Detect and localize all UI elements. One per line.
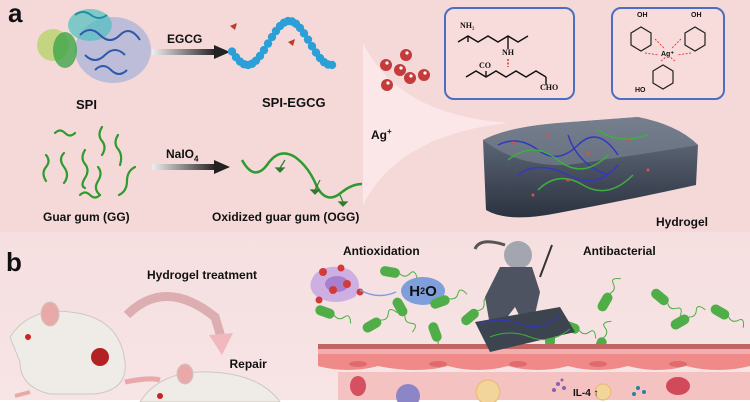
spi-bead: [303, 35, 313, 44]
red-blood-cell-icon: [350, 376, 366, 396]
schiff-base-structure-box: NH₂ NH CO CHO: [444, 7, 575, 100]
bacterium-icon: [315, 305, 352, 324]
panel-b: b Hydrogel treatment Repair Antioxidatio…: [0, 232, 750, 402]
schiff-base-structure-icon: [457, 35, 547, 85]
hydrogel-dressing-icon: [475, 307, 575, 352]
spi-egcg-label: SPI-EGCG: [262, 95, 326, 110]
nh-label: NH: [502, 48, 514, 57]
red-blood-cell-icon: [666, 377, 690, 395]
egcg-arrow-label: EGCG: [167, 32, 203, 46]
panel-letter-a: a: [8, 0, 23, 28]
repair-label: Repair: [229, 357, 267, 371]
naio4-arrow-label: NaIO4: [166, 147, 198, 163]
ag-coordination-structure-box: OH OH Ag⁺ HO: [611, 7, 725, 100]
bacterium-icon: [380, 266, 418, 279]
oxidized-guar-gum-label: Oxidized guar gum (OGG): [212, 210, 360, 224]
spi-egcg-bead-chain-icon: [227, 16, 337, 70]
repaired-mouse-icon: [139, 363, 281, 402]
bacterium-icon: [710, 304, 745, 328]
naio4-arrow-icon: [152, 160, 230, 174]
cho-label: CHO: [540, 83, 559, 92]
naio4-main: NaIO: [166, 147, 195, 161]
macrophage-icon: [475, 379, 501, 402]
spi-bead: [259, 45, 269, 55]
antioxidation-label: Antioxidation: [343, 244, 420, 258]
egcg-molecule-icon: [288, 39, 295, 46]
bacterium-icon: [392, 297, 416, 333]
spi-protein-icon: [37, 9, 151, 83]
spi-bead: [299, 29, 309, 38]
bacterium-icon: [670, 306, 706, 330]
spi-bead: [307, 42, 317, 51]
hydrogel-treatment-label: Hydrogel treatment: [147, 268, 258, 282]
ag-main: Ag: [371, 128, 387, 142]
spi-label: SPI: [76, 97, 97, 112]
naio4-sub: 4: [194, 154, 199, 164]
panel-letter-b: b: [6, 247, 22, 277]
oh-top-left-label: OH: [637, 12, 648, 19]
guar-gum-label: Guar gum (GG): [43, 210, 130, 224]
conversion-arc-icon: [359, 289, 397, 297]
bacterium-icon: [651, 288, 682, 317]
bacterium-icon: [430, 289, 468, 309]
skin-tissue-layer: [318, 344, 750, 402]
spi-bead: [327, 60, 337, 70]
ho-bottom-label: HO: [635, 87, 646, 94]
hydrogel-block-icon: [483, 117, 698, 218]
spi-bead: [263, 39, 273, 48]
ros-cell-icon: [310, 264, 364, 304]
bacterium-icon: [597, 277, 621, 312]
center-ag-ion-label: Ag⁺: [661, 51, 675, 58]
il4-label: IL-4 ↑: [573, 388, 599, 399]
spi-bead: [267, 32, 277, 42]
wounded-mouse-icon: [9, 301, 161, 398]
co-label: CO: [479, 61, 491, 70]
h2o-sub: 2: [420, 286, 426, 296]
h2o-o: O: [425, 282, 437, 300]
ag-ion-cone-icon: [363, 43, 508, 205]
ag-sup: +: [387, 127, 392, 136]
egcg-arrow-icon: [152, 45, 230, 59]
bacterium-icon: [362, 309, 398, 333]
panel-a: a SPI EGCG SPI-EGCG Guar gum (GG): [0, 0, 750, 232]
hydrogel-label: Hydrogel: [656, 215, 709, 229]
ag-ion-label: Ag+: [371, 127, 392, 142]
ag-catechol-coordination-icon: [630, 26, 706, 90]
treatment-curved-arrow-icon: [123, 292, 233, 355]
h2o-h: H: [409, 282, 421, 300]
oxidized-guar-gum-strand-icon: [240, 152, 363, 207]
nh2-label: NH₂: [460, 21, 475, 30]
guar-gum-strands-icon: [42, 125, 137, 199]
antibacterial-label: Antibacterial: [583, 244, 656, 258]
egcg-molecule-icon: [230, 23, 237, 30]
oh-top-right-label: OH: [691, 12, 702, 19]
immune-cell-icon: [396, 384, 420, 402]
spi-bead: [255, 51, 265, 61]
